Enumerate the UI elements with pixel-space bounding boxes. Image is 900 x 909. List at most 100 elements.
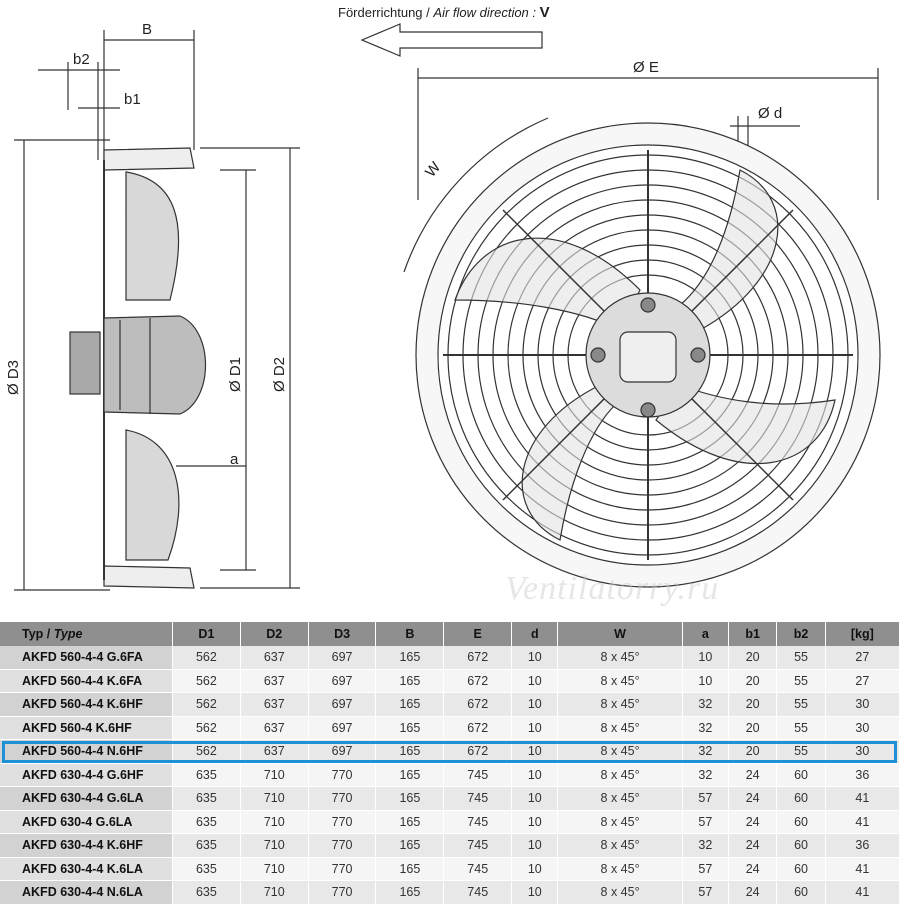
row-value-cell: 697 bbox=[308, 739, 377, 764]
row-value-cell: 24 bbox=[728, 880, 778, 905]
airflow-direction-label: Förderrichtung / Air flow direction : V bbox=[338, 4, 550, 21]
row-value-cell: 8 x 45° bbox=[557, 810, 683, 834]
row-value-cell: 60 bbox=[776, 763, 826, 787]
col-header-e: E bbox=[443, 622, 513, 646]
row-value-cell: 27 bbox=[825, 669, 900, 693]
col-header-d3: D3 bbox=[308, 622, 377, 646]
row-value-cell: 8 x 45° bbox=[557, 763, 683, 787]
row-value-cell: 10 bbox=[682, 669, 729, 693]
col-header-type-de: Typ bbox=[22, 627, 44, 641]
col-header-w: W bbox=[557, 622, 683, 646]
row-value-cell: 20 bbox=[728, 739, 778, 764]
fan-side-view bbox=[14, 30, 300, 591]
row-value-cell: 635 bbox=[172, 810, 241, 834]
row-value-cell: 710 bbox=[240, 880, 309, 905]
row-value-cell: 562 bbox=[172, 739, 241, 764]
row-value-cell: 635 bbox=[172, 786, 241, 811]
row-value-cell: 10 bbox=[511, 763, 559, 787]
col-header-b1: b1 bbox=[728, 622, 778, 646]
row-value-cell: 41 bbox=[825, 857, 900, 881]
row-value-cell: 745 bbox=[443, 763, 513, 787]
row-value-cell: 637 bbox=[240, 716, 309, 740]
row-value-cell: 770 bbox=[308, 833, 377, 858]
row-type-cell: AKFD 560-4-4 G.6FA bbox=[0, 646, 173, 670]
row-value-cell: 60 bbox=[776, 786, 826, 811]
dim-label-d1: Ø D1 bbox=[227, 357, 244, 392]
row-value-cell: 745 bbox=[443, 833, 513, 858]
airflow-arrow-icon bbox=[360, 23, 543, 57]
row-value-cell: 165 bbox=[375, 786, 445, 811]
col-header-b2: b2 bbox=[776, 622, 826, 646]
row-value-cell: 562 bbox=[172, 692, 241, 717]
row-value-cell: 10 bbox=[511, 716, 559, 740]
col-header-kg: [kg] bbox=[825, 622, 900, 646]
row-value-cell: 165 bbox=[375, 646, 445, 670]
row-value-cell: 8 x 45° bbox=[557, 716, 683, 740]
row-value-cell: 562 bbox=[172, 669, 241, 693]
row-value-cell: 60 bbox=[776, 810, 826, 834]
row-value-cell: 10 bbox=[682, 646, 729, 670]
row-value-cell: 165 bbox=[375, 763, 445, 787]
spec-table-header: Typ / Type D1 D2 D3 B E d W a b1 b2 [kg] bbox=[0, 622, 900, 646]
row-value-cell: 710 bbox=[240, 786, 309, 811]
row-value-cell: 672 bbox=[443, 716, 513, 740]
airflow-label-en: Air flow direction bbox=[433, 5, 529, 20]
row-value-cell: 24 bbox=[728, 857, 778, 881]
dim-label-b2: b2 bbox=[73, 51, 90, 68]
row-value-cell: 8 x 45° bbox=[557, 739, 683, 764]
row-value-cell: 60 bbox=[776, 857, 826, 881]
row-value-cell: 10 bbox=[511, 857, 559, 881]
airflow-label-de: Förderrichtung bbox=[338, 5, 423, 20]
row-value-cell: 41 bbox=[825, 786, 900, 811]
row-value-cell: 562 bbox=[172, 716, 241, 740]
row-value-cell: 637 bbox=[240, 692, 309, 717]
row-value-cell: 770 bbox=[308, 786, 377, 811]
dim-label-b1: b1 bbox=[124, 91, 141, 108]
row-value-cell: 55 bbox=[776, 692, 826, 717]
col-header-a: a bbox=[682, 622, 729, 646]
dim-label-b: B bbox=[142, 21, 152, 38]
row-value-cell: 672 bbox=[443, 646, 513, 670]
row-value-cell: 8 x 45° bbox=[557, 786, 683, 811]
row-value-cell: 770 bbox=[308, 880, 377, 905]
row-type-cell: AKFD 630-4-4 G.6LA bbox=[0, 786, 173, 811]
row-value-cell: 165 bbox=[375, 810, 445, 834]
row-type-cell: AKFD 630-4-4 G.6HF bbox=[0, 763, 173, 787]
row-value-cell: 8 x 45° bbox=[557, 692, 683, 717]
row-value-cell: 635 bbox=[172, 763, 241, 787]
row-value-cell: 55 bbox=[776, 669, 826, 693]
row-value-cell: 32 bbox=[682, 763, 729, 787]
row-value-cell: 30 bbox=[825, 739, 900, 764]
row-value-cell: 697 bbox=[308, 692, 377, 717]
dim-label-a: a bbox=[230, 451, 239, 468]
row-value-cell: 10 bbox=[511, 739, 559, 764]
fan-front-view bbox=[403, 68, 881, 588]
row-value-cell: 57 bbox=[682, 810, 729, 834]
row-value-cell: 8 x 45° bbox=[557, 857, 683, 881]
row-value-cell: 20 bbox=[728, 646, 778, 670]
row-value-cell: 30 bbox=[825, 716, 900, 740]
row-value-cell: 635 bbox=[172, 880, 241, 905]
row-value-cell: 635 bbox=[172, 857, 241, 881]
row-type-cell: AKFD 560-4 K.6HF bbox=[0, 716, 173, 740]
row-value-cell: 32 bbox=[682, 739, 729, 764]
row-value-cell: 672 bbox=[443, 692, 513, 717]
col-header-b: B bbox=[375, 622, 445, 646]
row-value-cell: 10 bbox=[511, 692, 559, 717]
row-value-cell: 57 bbox=[682, 880, 729, 905]
airflow-label-sep: / bbox=[426, 5, 430, 20]
row-value-cell: 20 bbox=[728, 692, 778, 717]
row-value-cell: 672 bbox=[443, 739, 513, 764]
row-value-cell: 10 bbox=[511, 833, 559, 858]
row-value-cell: 745 bbox=[443, 857, 513, 881]
row-value-cell: 32 bbox=[682, 716, 729, 740]
row-type-cell: AKFD 560-4-4 K.6FA bbox=[0, 669, 173, 693]
row-value-cell: 165 bbox=[375, 739, 445, 764]
row-value-cell: 710 bbox=[240, 857, 309, 881]
